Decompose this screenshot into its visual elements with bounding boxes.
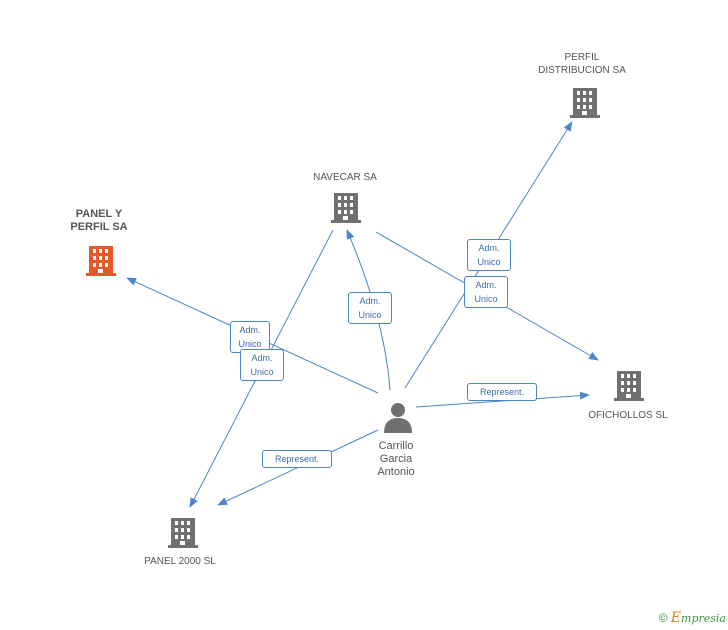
company-label-ofichollos[interactable]: OFICHOLLOS SL bbox=[578, 409, 678, 422]
person-icon[interactable] bbox=[384, 403, 412, 433]
brand-rest: mpresia bbox=[681, 612, 726, 625]
copyright-symbol: © bbox=[658, 611, 668, 625]
edge-label-represent[interactable]: Represent. bbox=[467, 383, 537, 401]
label-line: PERFIL SA bbox=[70, 221, 128, 233]
label-line: PERFIL bbox=[564, 52, 600, 63]
edge-label-adm-unico[interactable]: Adm. Unico bbox=[240, 349, 284, 381]
label-line: Carrillo bbox=[378, 440, 414, 452]
building-icon[interactable] bbox=[86, 243, 116, 276]
label-line: PANEL 2000 SL bbox=[144, 556, 216, 567]
label-line: Garcia bbox=[379, 453, 413, 465]
label-line: Represent. bbox=[274, 454, 320, 464]
label-line: Adm. bbox=[475, 280, 497, 290]
company-label-navecar[interactable]: NAVECAR SA bbox=[300, 171, 390, 184]
label-line: Adm. bbox=[478, 243, 500, 253]
edge-label-represent[interactable]: Represent. bbox=[262, 450, 332, 468]
brand-logo: Empresia bbox=[670, 610, 726, 626]
building-icon[interactable] bbox=[168, 518, 198, 548]
label-line: Unico bbox=[477, 257, 501, 267]
label-line: Unico bbox=[474, 294, 498, 304]
company-label-panel-2000[interactable]: PANEL 2000 SL bbox=[134, 555, 226, 568]
building-icon[interactable] bbox=[570, 88, 600, 118]
building-icon[interactable] bbox=[331, 193, 361, 223]
label-line: OFICHOLLOS SL bbox=[588, 410, 668, 421]
label-line: Unico bbox=[250, 367, 274, 377]
label-line: Adm. bbox=[239, 325, 261, 335]
empresia-watermark: © Empresia bbox=[659, 610, 726, 626]
edge-label-adm-unico[interactable]: Adm. Unico bbox=[230, 321, 270, 353]
label-line: Antonio bbox=[377, 466, 415, 478]
label-line: Adm. bbox=[251, 353, 273, 363]
edge-label-adm-unico[interactable]: Adm. Unico bbox=[467, 239, 511, 271]
company-label-panel-y-perfil[interactable]: PANEL Y PERFIL SA bbox=[58, 208, 140, 234]
building-icon[interactable] bbox=[614, 371, 644, 401]
edge-person-to-ofichollos bbox=[415, 391, 590, 408]
edge-label-adm-unico[interactable]: Adm. Unico bbox=[348, 292, 392, 324]
label-line: Unico bbox=[238, 339, 262, 349]
brand-initial: E bbox=[670, 610, 682, 626]
label-line: NAVECAR SA bbox=[313, 172, 377, 183]
label-line: Unico bbox=[358, 310, 382, 320]
company-label-perfil-distribucion[interactable]: PERFIL DISTRIBUCION SA bbox=[530, 51, 634, 77]
label-line: Represent. bbox=[479, 387, 525, 397]
label-line: PANEL Y bbox=[75, 208, 123, 220]
label-line: DISTRIBUCION SA bbox=[538, 65, 626, 76]
label-line: Adm. bbox=[359, 296, 381, 306]
person-label[interactable]: Carrillo Garcia Antonio bbox=[358, 440, 434, 479]
edge-label-adm-unico[interactable]: Adm. Unico bbox=[464, 276, 508, 308]
